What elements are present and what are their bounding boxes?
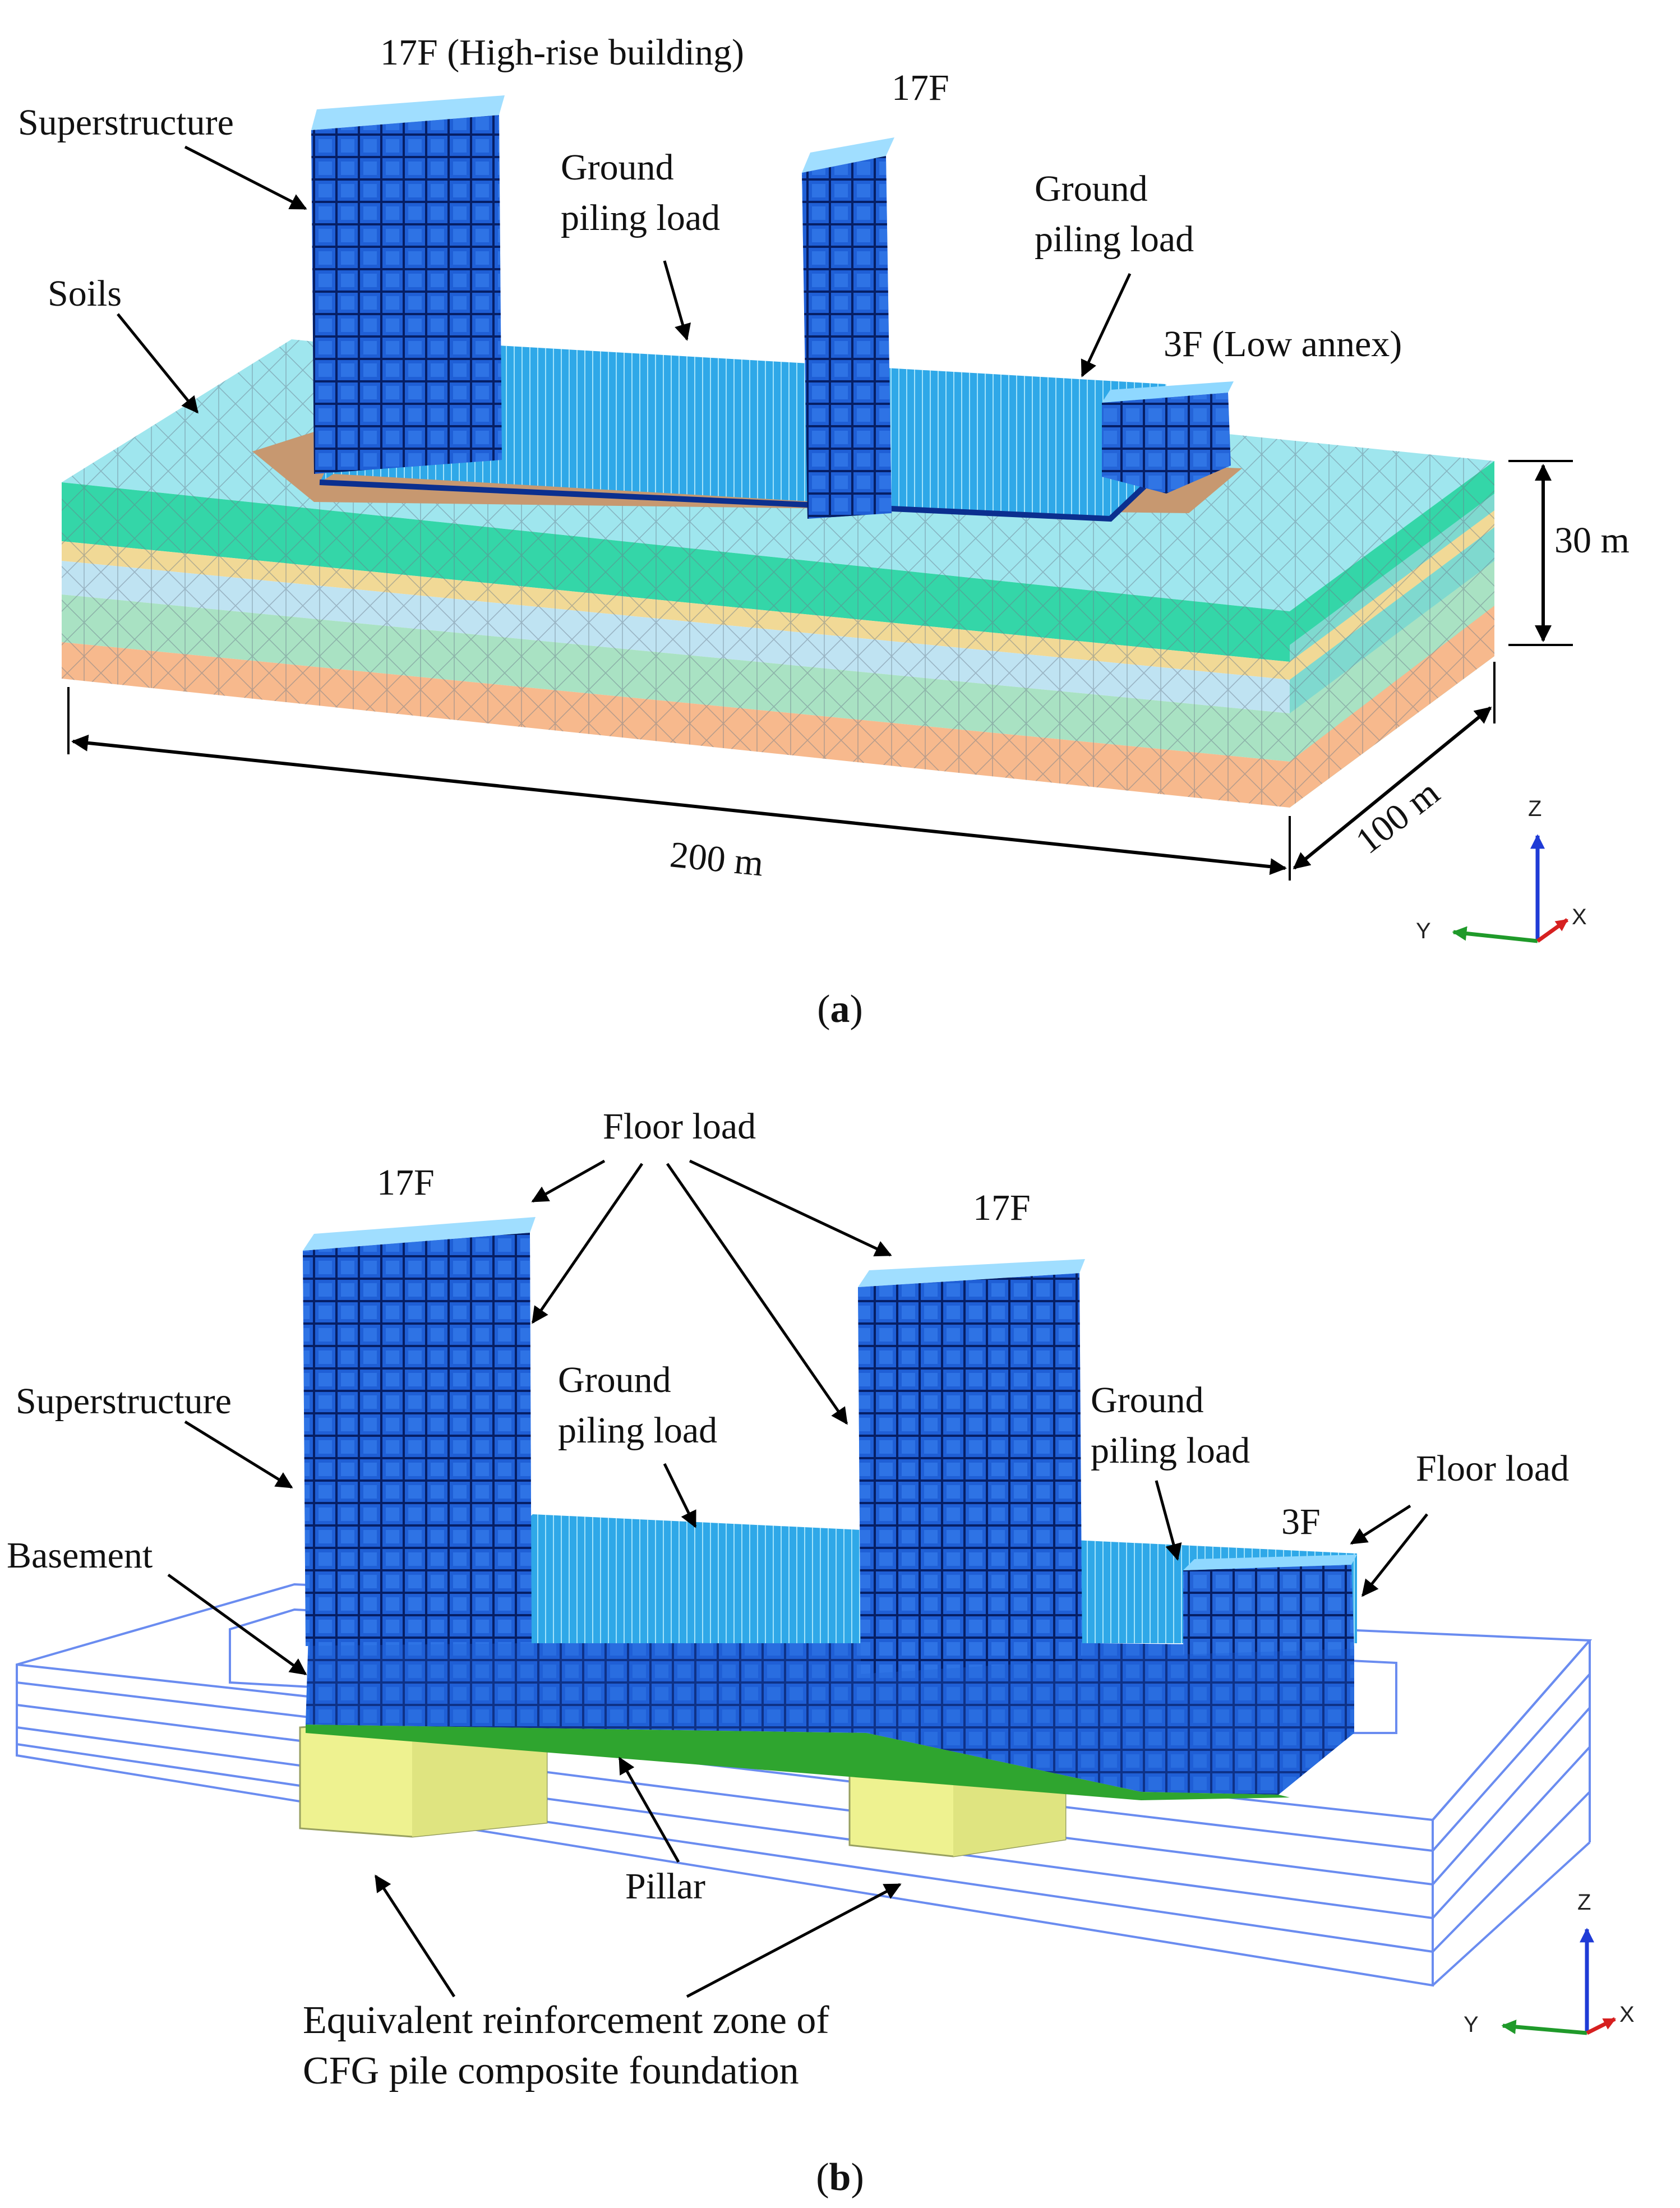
arrow-zone-1 xyxy=(374,1874,456,1998)
floor-load-right-label: Floor load xyxy=(1416,1448,1569,1489)
arrow-ground-load-1-a xyxy=(663,260,691,341)
tower-2-b xyxy=(858,1259,1085,1674)
tower2-label-a: 17F xyxy=(892,67,949,108)
ground-load-1-line1-b: Ground xyxy=(558,1359,671,1400)
ground-load-2-line2-b: piling load xyxy=(1091,1430,1250,1471)
tower-1-a xyxy=(311,95,505,474)
axis-triad-b: Z Y X xyxy=(1464,1890,1635,2037)
ground-load-1-line2-b: piling load xyxy=(558,1410,717,1451)
ground-piling-load-a xyxy=(319,339,1169,522)
axis-y-label-a: Y xyxy=(1416,919,1431,943)
ground-load-2-line1-a: Ground xyxy=(1035,168,1148,209)
arrow-floor-load-annex-top xyxy=(1350,1504,1411,1545)
caption-a: (a) xyxy=(817,988,863,1031)
arrow-superstructure-b xyxy=(184,1420,293,1489)
length-dimension: 200 m xyxy=(67,687,1291,884)
arrow-floor-load-tower1-side xyxy=(531,1163,644,1324)
zone-label-line1: Equivalent reinforcement zone of xyxy=(303,1999,829,2042)
arrow-zone-2 xyxy=(686,1883,902,1998)
arrow-ground-load-2-a xyxy=(1081,273,1132,377)
tower-1-b xyxy=(303,1217,536,1646)
superstructure-label-b: Superstructure xyxy=(16,1381,232,1422)
axis-x-label-a: X xyxy=(1572,905,1587,929)
ground-load-2-line1-b: Ground xyxy=(1091,1380,1204,1421)
tower2-label-b: 17F xyxy=(973,1187,1031,1228)
figure-b: Floor load 17F 17F 3F Floor load Superst… xyxy=(7,1106,1635,2199)
superstructure-label-a: Superstructure xyxy=(18,102,234,143)
ground-load-2-line2-a: piling load xyxy=(1035,219,1194,260)
annex-b xyxy=(1183,1555,1357,1654)
arrow-floor-load-annex-side xyxy=(1361,1513,1428,1597)
length-dim-label: 200 m xyxy=(668,834,765,884)
axis-x-label-b: X xyxy=(1619,2002,1635,2027)
ground-load-1-line1-a: Ground xyxy=(561,147,674,188)
axis-triad-a: Z Y X xyxy=(1416,796,1587,943)
arrow-floor-load-tower2-side xyxy=(666,1163,848,1425)
axis-z-label-b: Z xyxy=(1577,1890,1591,1915)
arrow-floor-load-tower1-top xyxy=(531,1159,606,1203)
caption-b: (b) xyxy=(816,2156,864,2199)
arrow-ground-load-1-b xyxy=(663,1463,697,1528)
depth-dimension: 30 m xyxy=(1508,460,1630,646)
tower1-label-a: 17F (High-rise building) xyxy=(380,32,744,73)
zone-label-line2: CFG pile composite foundation xyxy=(303,2049,799,2092)
axis-y-label-b: Y xyxy=(1464,2012,1479,2037)
axis-z-label-a: Z xyxy=(1528,796,1541,821)
ground-load-1-line2-a: piling load xyxy=(561,197,720,238)
tower-2-a xyxy=(802,137,894,519)
arrow-pillar xyxy=(618,1757,680,1863)
arrow-ground-load-2-b xyxy=(1155,1480,1182,1561)
depth-dim-label: 30 m xyxy=(1554,520,1630,561)
figure-a: 17F (High-rise building) 17F 3F (Low ann… xyxy=(18,32,1630,1031)
tower1-label-b: 17F xyxy=(377,1162,435,1203)
annex-a xyxy=(1102,381,1234,494)
basement-block xyxy=(306,1635,1354,1800)
floor-load-top-label: Floor load xyxy=(603,1106,756,1147)
arrow-soils xyxy=(117,313,199,414)
pillar-label: Pillar xyxy=(625,1866,705,1907)
annex-label-b: 3F xyxy=(1281,1501,1321,1542)
arrow-superstructure-a xyxy=(184,145,307,210)
annex-label-a: 3F (Low annex) xyxy=(1164,324,1402,365)
soils-label: Soils xyxy=(48,273,122,314)
arrow-floor-load-tower2-top xyxy=(689,1159,892,1257)
basement-label: Basement xyxy=(7,1535,153,1576)
arrow-basement xyxy=(167,1573,307,1676)
